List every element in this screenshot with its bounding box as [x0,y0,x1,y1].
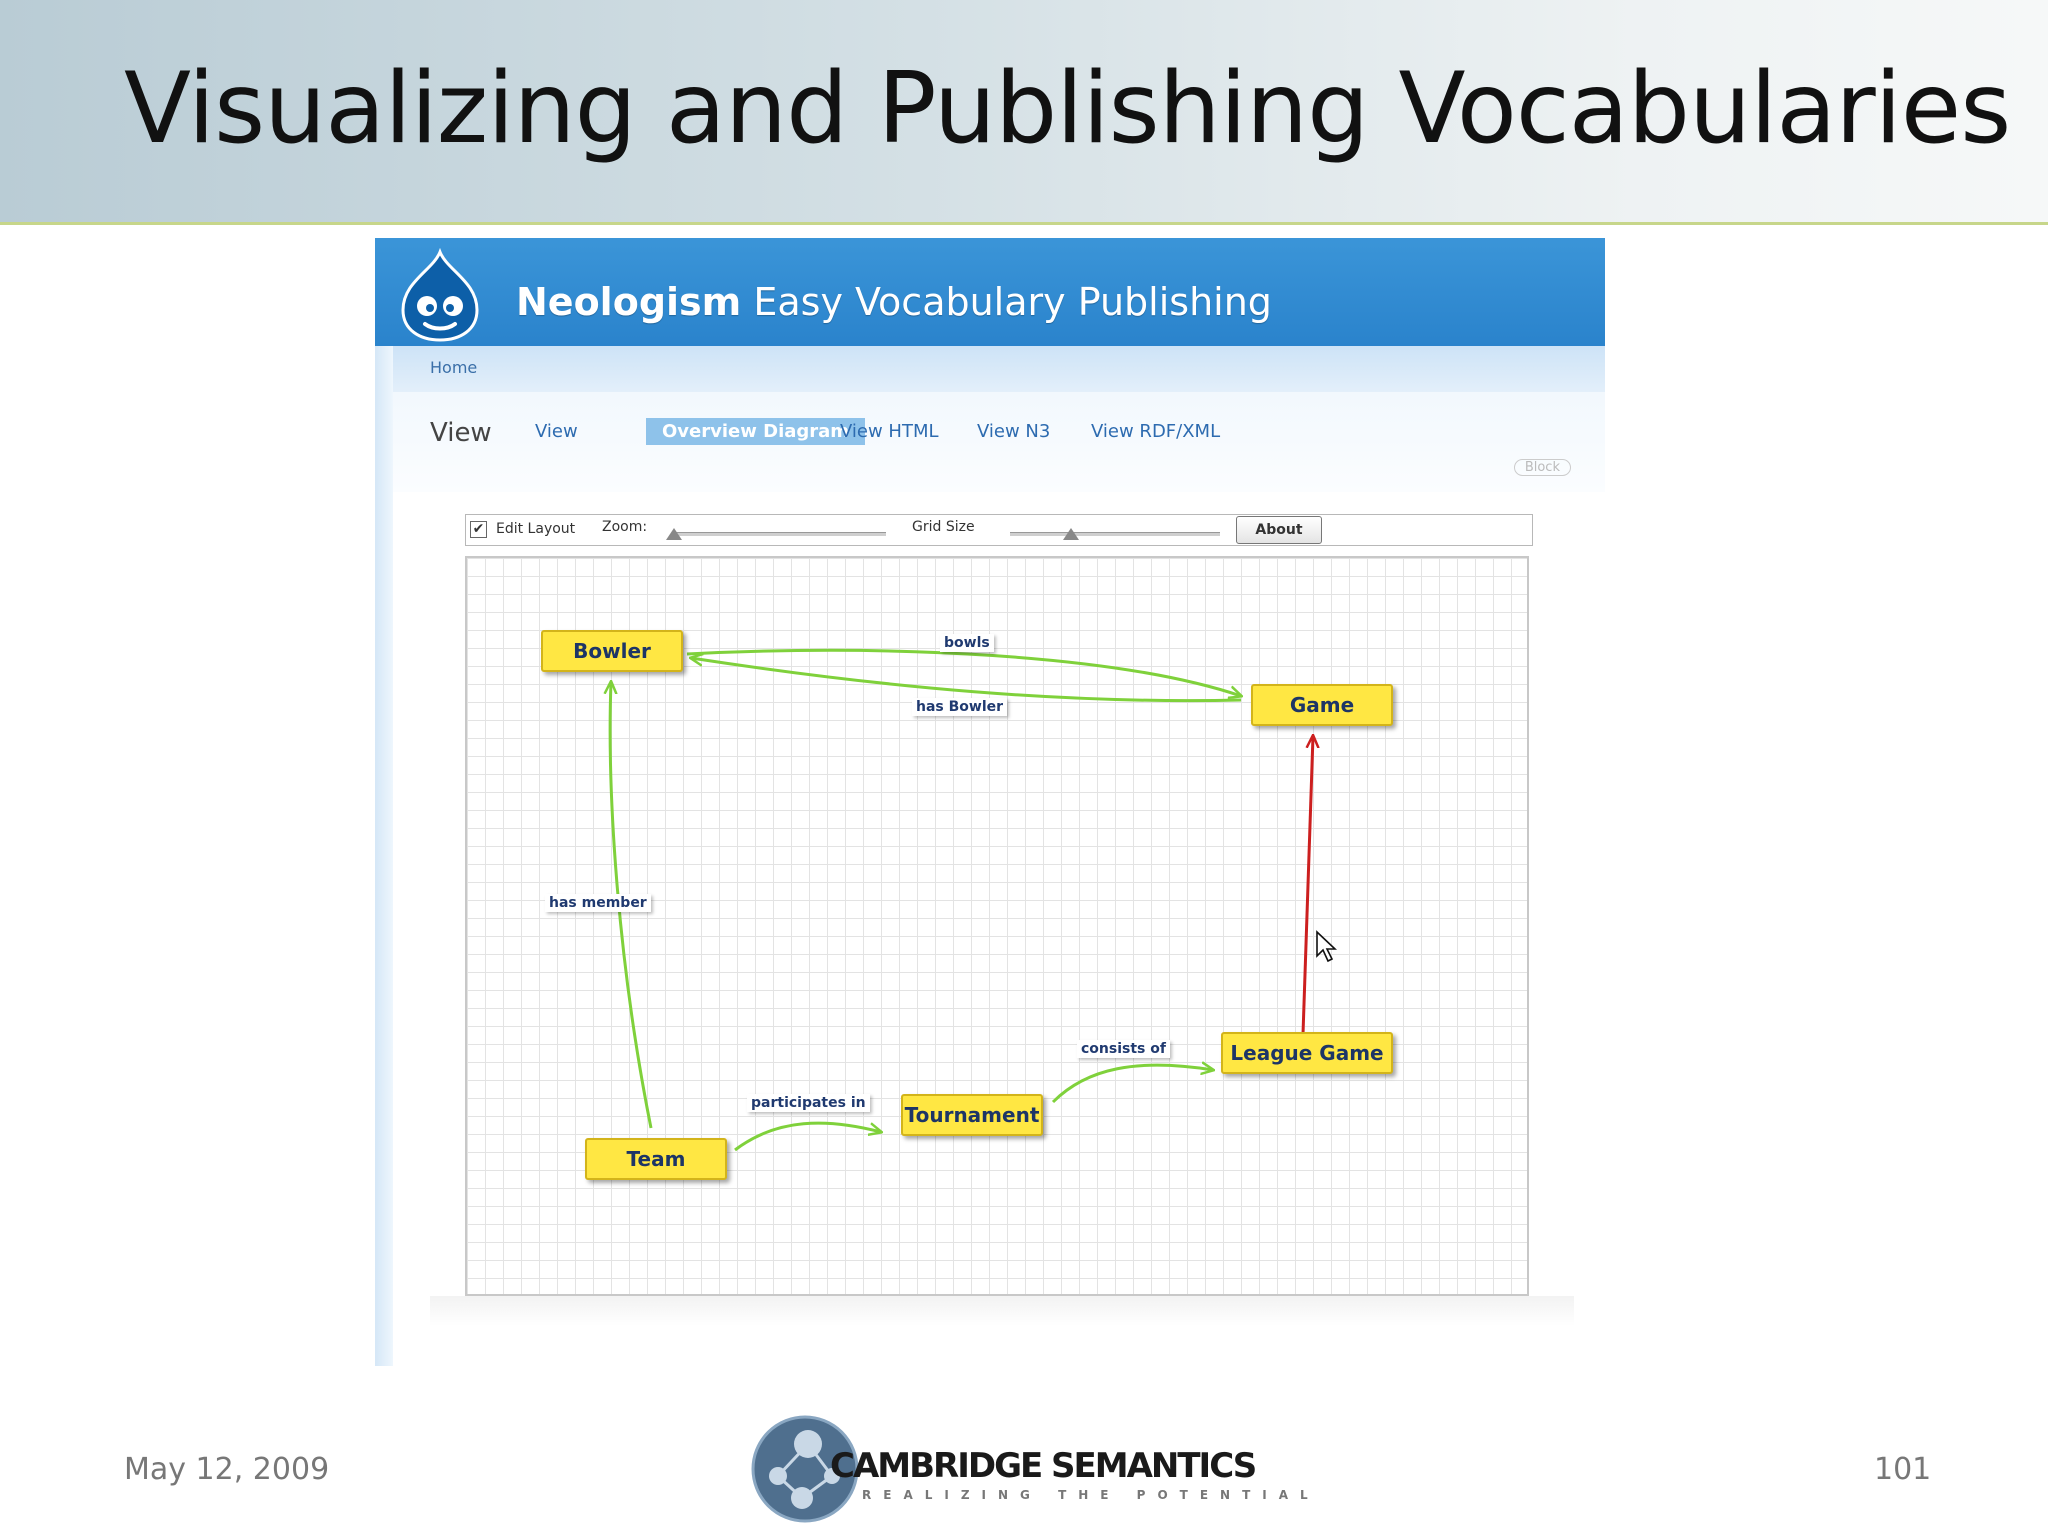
site-name-rest: Easy Vocabulary Publishing [741,280,1272,324]
edge-has-member [610,682,653,1129]
tab-view-rdf-xml[interactable]: View RDF/XML [1091,421,1221,442]
zoom-slider-thumb[interactable] [666,528,682,540]
edge-league-game-subclass-game [1301,736,1313,1035]
neologism-screenshot: Neologism Easy Vocabulary Publishing Hom… [375,238,1605,1366]
tab-view[interactable]: View [535,421,578,442]
edge-consists-of [1051,1065,1213,1104]
node-bowler[interactable]: Bowler [541,630,683,672]
diagram-canvas[interactable]: Bowler Game Team Tournament League Game … [465,556,1529,1296]
slide-title: Visualizing and Publishing Vocabularies [124,52,2011,166]
edge-label-participates-in: participates in [747,1094,870,1112]
site-name-bold: Neologism [516,280,742,324]
site-name[interactable]: Neologism Easy Vocabulary Publishing [516,280,1272,324]
zoom-slider-track[interactable] [672,532,886,536]
slide-page-number: 101 [1874,1452,1932,1487]
edge-bowls [686,648,1241,696]
tabs-area: View View Overview Diagram View HTML Vie… [393,392,1605,492]
tab-overview-diagram[interactable]: Overview Diagram [646,418,866,445]
edge-label-bowls: bowls [940,634,994,652]
cambridge-semantics-logo-icon [751,1415,859,1523]
zoom-label: Zoom: [602,519,648,535]
mouse-pointer-icon [1316,930,1337,963]
block-tag[interactable]: Block [1513,459,1571,476]
title-band: Visualizing and Publishing Vocabularies [0,0,2048,225]
edge-label-consists-of: consists of [1077,1040,1170,1058]
edit-layout-checkbox[interactable]: ✔ [470,521,487,538]
tab-view-n3[interactable]: View N3 [977,421,1051,442]
breadcrumb-bar: Home [393,346,1605,392]
tab-view-html[interactable]: View HTML [840,421,939,442]
diagram-toolbar: ✔ Edit Layout Zoom: Grid Size About [465,514,1533,546]
grid-size-slider-track[interactable] [1010,532,1220,536]
grid-size-label: Grid Size [912,519,975,535]
node-league-game[interactable]: League Game [1221,1032,1393,1074]
grid-size-slider-thumb[interactable] [1063,528,1079,540]
slide-date: May 12, 2009 [124,1452,330,1487]
left-rail [375,346,393,1366]
logo-name: CAMBRIDGE SEMANTICS [830,1446,1257,1486]
node-team[interactable]: Team [585,1138,727,1180]
node-tournament[interactable]: Tournament [901,1094,1043,1136]
edge-label-has-bowler: has Bowler [912,698,1008,716]
site-header: Neologism Easy Vocabulary Publishing [375,238,1605,346]
about-button[interactable]: About [1236,516,1322,544]
edge-participates-in [734,1121,881,1152]
edge-has-bowler [691,658,1242,703]
logo-tagline: REALIZING THE POTENTIAL [862,1488,1320,1502]
diagram-edges [467,648,1531,1152]
breadcrumb-home-link[interactable]: Home [430,358,478,377]
drupal-logo-icon [401,248,479,342]
edge-label-has-member: has member [545,894,651,912]
edit-layout-label: Edit Layout [496,521,576,537]
canvas-shadow [430,1296,1574,1326]
page-heading: View [430,418,492,448]
node-game[interactable]: Game [1251,684,1393,726]
